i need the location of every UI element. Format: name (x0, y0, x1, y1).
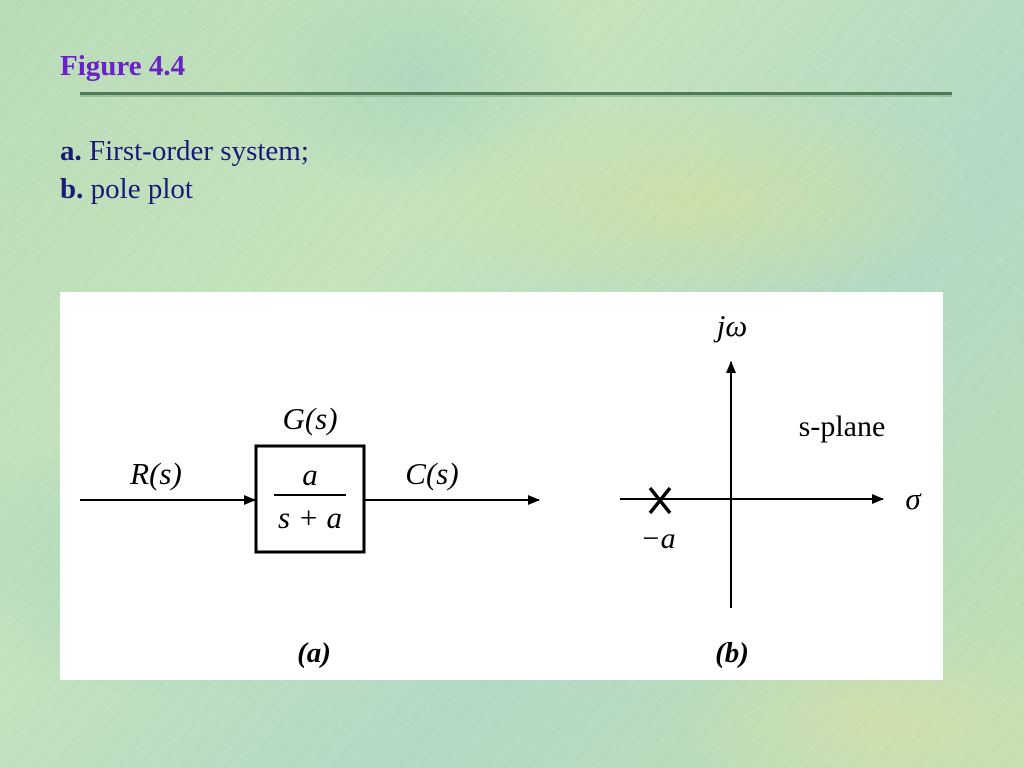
pole-plot: jω σ s-plane −a (b) (620, 308, 922, 669)
transfer-denominator: s + a (278, 500, 342, 535)
transfer-numerator: a (302, 457, 318, 492)
caption-a-text: First-order system; (89, 135, 309, 167)
caption-line-b: b. pole plot (60, 170, 309, 208)
panel-label-b: (b) (715, 637, 749, 669)
figure-panel: G(s) a s + a R(s) C(s) (a) jω σ s-plane … (60, 292, 943, 680)
vertical-axis-label: jω (713, 308, 748, 343)
title-divider (80, 92, 952, 97)
caption-a-label: a. (60, 135, 82, 167)
output-label: C(s) (405, 456, 458, 491)
block-label: G(s) (282, 401, 337, 436)
figure-caption: a. First-order system; b. pole plot (60, 132, 309, 208)
horizontal-axis-label: σ (905, 481, 922, 516)
pole-x-mark-icon (648, 486, 672, 515)
caption-line-a: a. First-order system; (60, 132, 309, 170)
caption-b-label: b. (60, 173, 84, 205)
input-label: R(s) (129, 456, 182, 491)
panel-label-a: (a) (297, 637, 331, 669)
block-diagram: G(s) a s + a R(s) C(s) (a) (80, 401, 540, 669)
plane-label: s-plane (799, 410, 886, 443)
pole-label: −a (640, 522, 675, 555)
caption-b-text: pole plot (90, 173, 193, 205)
figure-svg: G(s) a s + a R(s) C(s) (a) jω σ s-plane … (80, 308, 922, 669)
figure-title: Figure 4.4 (60, 50, 186, 82)
